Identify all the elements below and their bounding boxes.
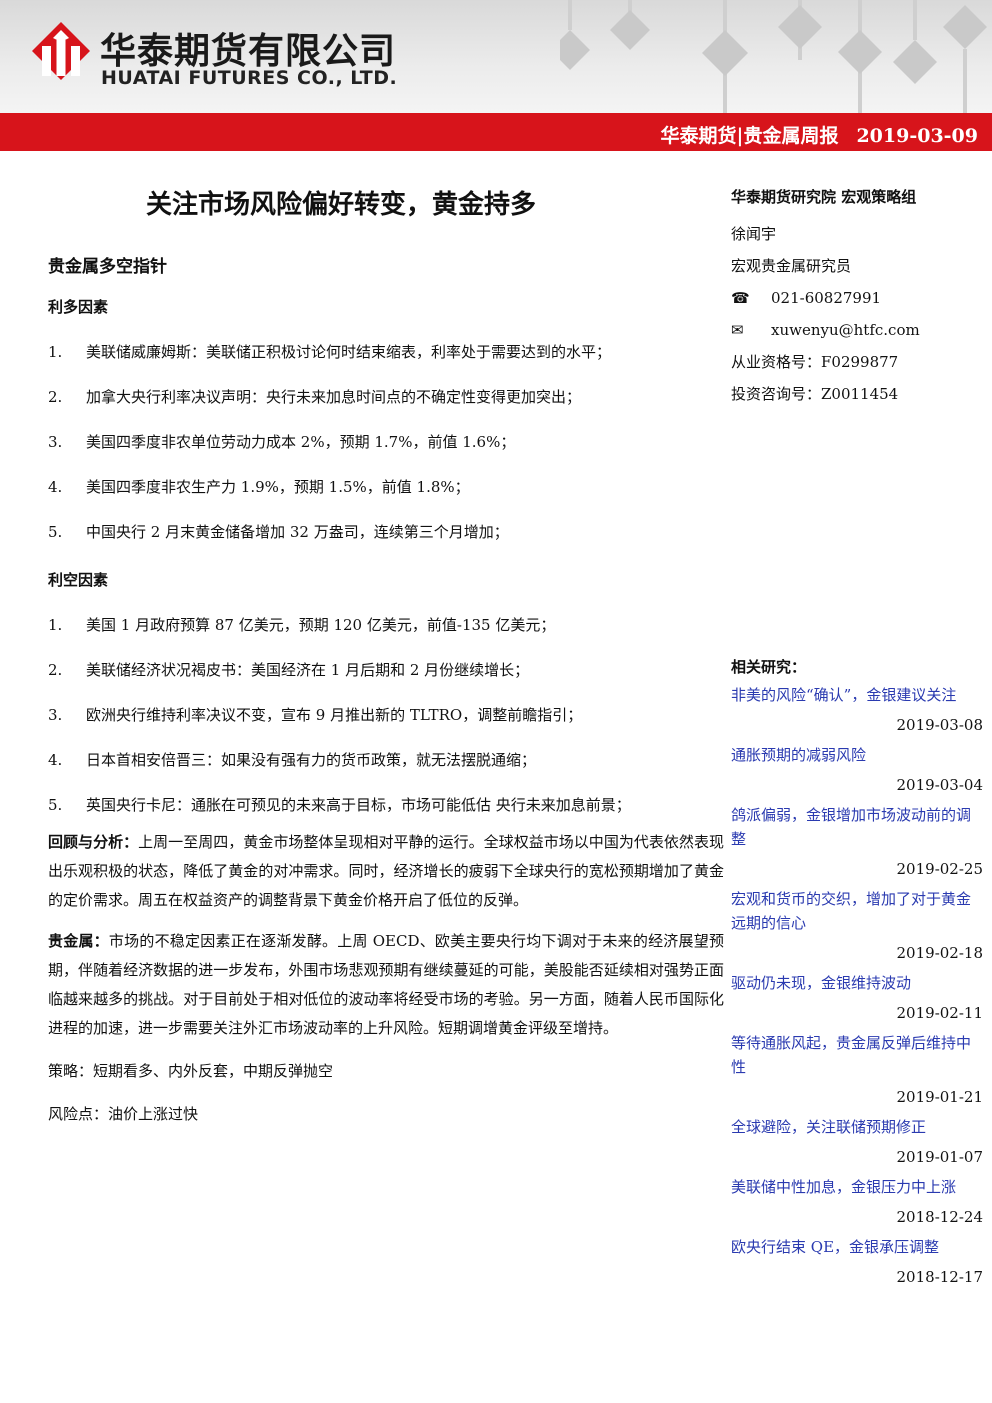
related-date: 2019-02-25 [896, 860, 983, 878]
consult-number: 投资咨询号：Z0011454 [731, 385, 899, 403]
strategy-line: 策略：短期看多、内外反套，中期反弹抛空 [48, 1062, 334, 1080]
list-item: 4.美国四季度非农生产力 1.9%，预期 1.5%，前值 1.8%； [48, 478, 470, 496]
related-link[interactable]: 全球避险，关注联储预期修正 [731, 1118, 927, 1136]
list-item: 4.日本首相安倍晋三：如果没有强有力的货币政策，就无法摆脱通缩； [48, 751, 537, 769]
related-date: 2019-01-07 [896, 1148, 983, 1166]
bullish-list: 1.美联储威廉姆斯：美联储正积极讨论何时结束缩表，利率处于需要达到的水平； 2.… [48, 330, 724, 555]
review-paragraph: 回顾与分析：上周一至周四，黄金市场整体呈现相对平静的运行。全球权益市场以中国为代… [48, 833, 724, 909]
related-link[interactable]: 鸽派偏弱，金银增加市场波动前的调整 [731, 806, 972, 848]
related-date: 2018-12-24 [896, 1208, 983, 1226]
company-name-cn: 华泰期货有限公司 [100, 31, 397, 72]
list-item: 5.英国央行卡尼：通胀在可预见的未来高于目标，市场可能低估 央行未来加息前景； [48, 796, 631, 814]
phone-row: ☎021-60827991 [731, 282, 983, 314]
list-item: 3.美国四季度非农单位劳动力成本 2%，预期 1.7%，前值 1.6%； [48, 433, 516, 451]
list-item: 2.美联储经济状况褐皮书：美国经济在 1 月后期和 2 月份继续增长； [48, 661, 530, 679]
company-name-en: HUATAI FUTURES CO., LTD. [101, 67, 398, 89]
email-row[interactable]: ✉xuwenyu@htfc.com [731, 314, 983, 346]
metal-paragraph: 贵金属：市场的不稳定因素正在逐渐发酵。上周 OECD、欧美主要央行均下调对于未来… [48, 932, 724, 1037]
related-link[interactable]: 美联储中性加息，金银压力中上涨 [731, 1178, 957, 1196]
list-item: 2.加拿大央行利率决议声明：央行未来加息时间点的不确定性变得更加突出； [48, 388, 582, 406]
list-item: 1.美国 1 月政府预算 87 亿美元，预期 120 亿美元，前值-135 亿美… [48, 616, 556, 634]
brand-line: 华泰期货|贵金属周报 2019-03-09 [661, 121, 978, 148]
related-date: 2019-03-08 [896, 716, 983, 734]
related-item: 全球避险，关注联储预期修正 2019-01-07 [731, 1115, 983, 1169]
bullish-heading: 利多因素 [48, 298, 109, 316]
related-date: 2019-02-11 [896, 1004, 983, 1022]
related-link[interactable]: 欧央行结束 QE，金银承压调整 [731, 1238, 940, 1256]
list-item: 1.美联储威廉姆斯：美联储正积极讨论何时结束缩表，利率处于需要达到的水平； [48, 343, 612, 361]
envelope-icon: ✉ [731, 321, 744, 339]
related-date: 2018-12-17 [896, 1268, 983, 1286]
list-item: 5.中国央行 2 月末黄金储备增加 32 万盎司，连续第三个月增加； [48, 523, 509, 541]
related-link[interactable]: 非美的风险“确认”，金银建议关注 [731, 686, 957, 704]
bearish-list: 1.美国 1 月政府预算 87 亿美元，预期 120 亿美元，前值-135 亿美… [48, 603, 724, 828]
risk-line: 风险点：油价上涨过快 [48, 1105, 199, 1123]
main-content: 关注市场风险偏好转变，黄金持多 贵金属多空指针 利多因素 1.美联储威廉姆斯：美… [48, 180, 724, 1129]
related-item: 美联储中性加息，金银压力中上涨 2018-12-24 [731, 1175, 983, 1229]
review-label: 回顾与分析： [48, 833, 139, 851]
bearish-heading: 利空因素 [48, 571, 109, 589]
related-item: 非美的风险“确认”，金银建议关注 2019-03-08 [731, 683, 983, 737]
analyst-name: 徐闻宇 [731, 225, 777, 243]
related-item: 通胀预期的减弱风险 2019-03-04 [731, 743, 983, 797]
related-item: 宏观和货币的交织，增加了对于黄金远期的信心 2019-02-18 [731, 887, 983, 965]
brand-bar: 华泰期货|贵金属周报 2019-03-09 [0, 113, 992, 151]
phone-icon: ☎ [731, 289, 750, 307]
report-title: 关注市场风险偏好转变，黄金持多 [145, 190, 536, 220]
huatai-logo-icon [32, 22, 90, 80]
report-header: 华泰期货有限公司 HUATAI FUTURES CO., LTD. [0, 0, 992, 113]
related-item: 驱动仍未现，金银维持波动 2019-02-11 [731, 971, 983, 1025]
related-date: 2019-01-21 [896, 1088, 983, 1106]
related-link[interactable]: 驱动仍未现，金银维持波动 [731, 974, 912, 992]
related-heading: 相关研究： [731, 658, 807, 676]
related-item: 等待通胀风起，贵金属反弹后维持中性 2019-01-21 [731, 1031, 983, 1109]
related-link[interactable]: 通胀预期的减弱风险 [731, 746, 867, 764]
metal-label: 贵金属： [48, 932, 109, 950]
report-series: 华泰期货|贵金属周报 [660, 125, 839, 147]
related-date: 2019-02-18 [896, 944, 983, 962]
research-org: 华泰期货研究院 宏观策略组 [731, 188, 917, 206]
license-number: 从业资格号：F0299877 [731, 353, 899, 371]
header-decoration [560, 0, 987, 113]
section-title: 贵金属多空指针 [48, 257, 167, 277]
analyst-role: 宏观贵金属研究员 [731, 257, 852, 275]
related-link[interactable]: 等待通胀风起，贵金属反弹后维持中性 [731, 1034, 972, 1076]
related-item: 鸽派偏弱，金银增加市场波动前的调整 2019-02-25 [731, 803, 983, 881]
related-item: 欧央行结束 QE，金银承压调整 2018-12-17 [731, 1235, 983, 1289]
sidebar: 华泰期货研究院 宏观策略组 徐闻宇 宏观贵金属研究员 ☎021-60827991… [731, 186, 983, 1289]
related-date: 2019-03-04 [896, 776, 983, 794]
report-date: 2019-03-09 [856, 125, 978, 147]
list-item: 3.欧洲央行维持利率决议不变，宣布 9 月推出新的 TLTRO，调整前瞻指引； [48, 706, 583, 724]
related-link[interactable]: 宏观和货币的交织，增加了对于黄金远期的信心 [731, 890, 972, 932]
